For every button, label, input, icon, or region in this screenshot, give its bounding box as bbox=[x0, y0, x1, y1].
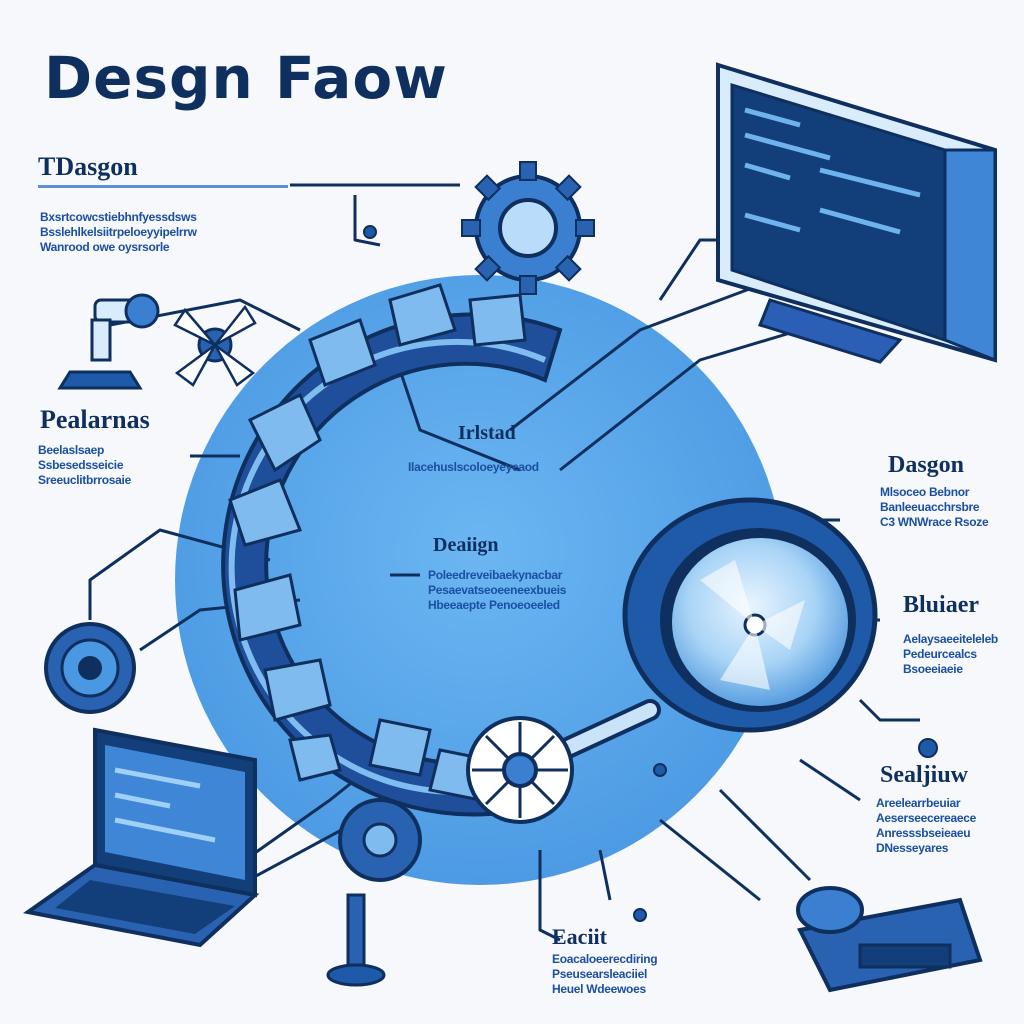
text-line: Poleedreveibaekynacbar bbox=[428, 568, 563, 582]
monitor-icon bbox=[716, 62, 997, 364]
text-line: Mlsoceo Bebnor bbox=[880, 485, 970, 499]
projector-icon bbox=[796, 886, 983, 993]
text-line: Ssbesedsseicie bbox=[38, 458, 124, 472]
text-line: Beelaslsaep bbox=[38, 443, 105, 457]
text-line: Ilacehuslscoloeyeyeaod bbox=[408, 460, 539, 474]
text-line: Banleeuacchrsbre bbox=[880, 500, 980, 514]
text-line: Bxsrtcowcstiebhnfyessdsws bbox=[40, 210, 197, 224]
gear-icon-left bbox=[44, 622, 136, 714]
label-top-left: TDasgon bbox=[38, 152, 138, 181]
text-line: DNesseyares bbox=[876, 841, 949, 855]
laptop-icon bbox=[22, 727, 260, 948]
text-line: Areelearrbeuiar bbox=[876, 796, 961, 810]
label-bottom: Eaciit bbox=[552, 924, 607, 949]
lens-icon bbox=[622, 497, 878, 733]
label-right-mid: Bluiaer bbox=[903, 592, 979, 618]
gear-icon-top bbox=[461, 161, 595, 295]
text-line: Wanrood owe oysrsorle bbox=[40, 240, 170, 254]
text-line: Eoacaloeerecdiring bbox=[552, 952, 658, 966]
text-line: C3 WNWrace Rsoze bbox=[880, 515, 989, 529]
label-left-mid: Pealarnas bbox=[40, 405, 150, 434]
text-line: Pseusearsleaciiel bbox=[552, 967, 647, 981]
text-line: Bsoeeiaeie bbox=[903, 662, 963, 676]
label-center: Deaiign bbox=[433, 534, 499, 556]
text-line: Pedeurcealcs bbox=[903, 647, 977, 661]
label-center-top: Irlstad bbox=[458, 422, 516, 444]
ring-fragments bbox=[228, 283, 527, 802]
pipe-icon bbox=[57, 293, 160, 390]
text-line: Hbeeaepte Penoeoeeled bbox=[428, 598, 560, 612]
text-line: Aeserseecereaece bbox=[876, 811, 976, 825]
text-line: Anresssbseieaeu bbox=[876, 826, 971, 840]
underline-top-left bbox=[38, 185, 288, 188]
connector-lines bbox=[88, 183, 920, 942]
text-line: Heuel Wdeewoes bbox=[552, 982, 646, 996]
text-block-center-top: Ilacehuslscoloeyeyeaod bbox=[408, 460, 539, 475]
text-line: Bsslehlkelsiitrpeloeyyipelrrw bbox=[40, 225, 197, 239]
gear-icon-bottom bbox=[466, 716, 574, 824]
gear-icon-small bbox=[338, 798, 422, 882]
label-right-low: Sealjiuw bbox=[880, 762, 969, 788]
pin-icons bbox=[363, 225, 938, 922]
page-title: Desgn Faow bbox=[44, 44, 448, 112]
pedestal-icon bbox=[326, 893, 386, 987]
text-line: Aelaysaeeiteleleb bbox=[903, 632, 998, 646]
text-line: Sreeuclitbrrosaie bbox=[38, 473, 131, 487]
text-line: Pesaevatseoeeneexbueis bbox=[428, 583, 567, 597]
fan-icon bbox=[173, 304, 257, 387]
label-right-top: Dasgon bbox=[888, 452, 965, 478]
